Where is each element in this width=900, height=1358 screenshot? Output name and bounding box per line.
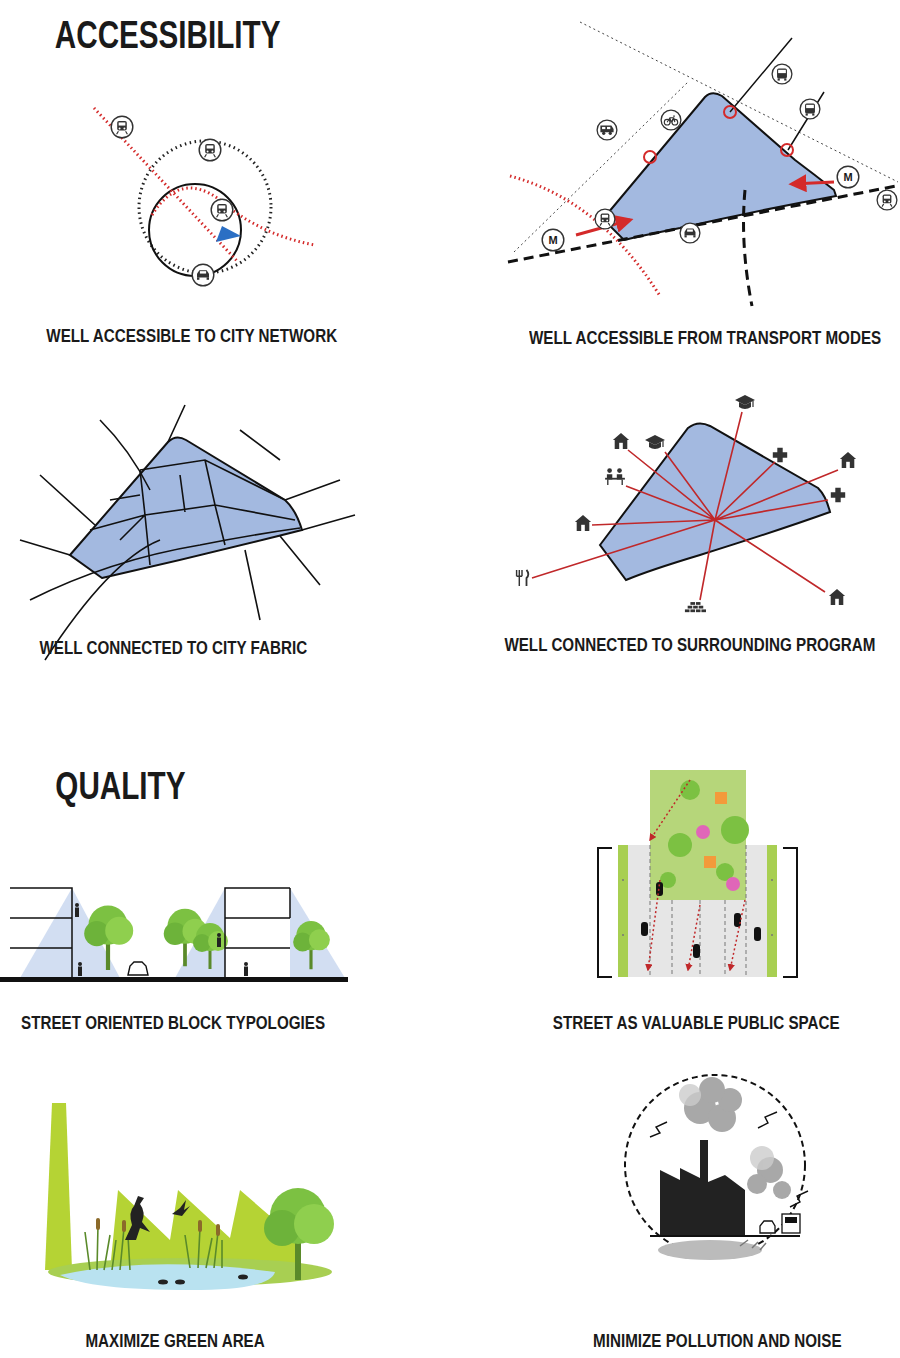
- caption: WELL ACCESSIBLE TO CITY NETWORK: [47, 326, 338, 345]
- metro-symbol-letter: M: [843, 172, 852, 183]
- metro-symbol-letter: M: [548, 235, 557, 246]
- caption: MINIMIZE POLLUTION AND NOISE: [593, 1331, 842, 1350]
- section-heading: ACCESSIBILITY: [55, 16, 281, 54]
- caption: MAXIMIZE GREEN AREA: [85, 1331, 264, 1350]
- caption: STREET AS VALUABLE PUBLIC SPACE: [553, 1013, 840, 1032]
- surrounding-program-figure: [517, 395, 857, 612]
- pollution-figure: [625, 1075, 808, 1260]
- caption: WELL CONNECTED TO SURROUNDING PROGRAM: [505, 635, 876, 654]
- public-street-figure: [598, 770, 797, 977]
- green-area-figure: [45, 1103, 334, 1290]
- caption: WELL ACCESSIBLE FROM TRANSPORT MODES: [529, 328, 881, 347]
- city-network-figure: [94, 108, 315, 286]
- transport-modes-figure: [508, 22, 898, 306]
- caption: WELL CONNECTED TO CITY FABRIC: [39, 638, 307, 657]
- street-block-figure: [0, 888, 348, 982]
- section-heading: QUALITY: [55, 767, 185, 805]
- caption: STREET ORIENTED BLOCK TYPOLOGIES: [21, 1013, 325, 1032]
- city-fabric-figure: [20, 405, 355, 660]
